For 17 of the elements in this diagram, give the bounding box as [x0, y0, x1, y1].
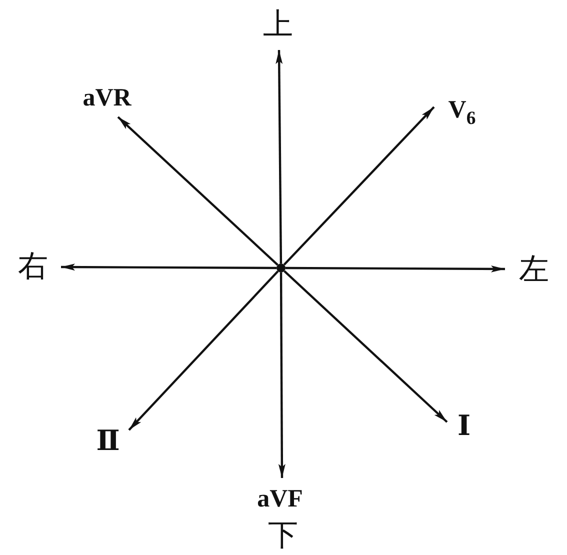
arrow	[128, 270, 279, 431]
direction-label: 上	[263, 10, 293, 40]
arrow	[284, 270, 448, 423]
lead-label: aVR	[82, 86, 132, 110]
arrow	[286, 265, 505, 272]
arrow	[278, 272, 286, 478]
direction-label: 右	[18, 252, 48, 282]
lead-label: Ⅱ	[96, 427, 120, 455]
direction-label: 左	[519, 255, 549, 285]
lead-label: aVF	[257, 486, 303, 512]
arrow	[117, 116, 278, 266]
direction-label: 下	[268, 521, 298, 551]
arrow	[61, 264, 276, 271]
lead-label: Ⅰ	[457, 412, 471, 440]
lead-label: V$_{6}$	[448, 98, 476, 122]
arrow	[276, 50, 283, 264]
arrow	[283, 106, 435, 266]
